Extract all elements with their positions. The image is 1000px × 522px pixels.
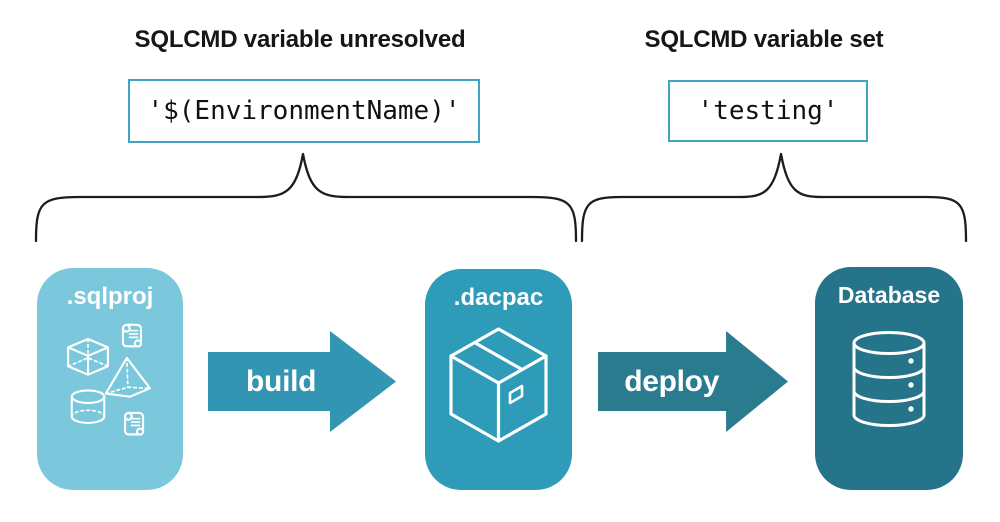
sql-objects-icon <box>67 323 151 436</box>
heading-sqlcmd-unresolved: SQLCMD variable unresolved <box>134 26 466 53</box>
code-box-testing: 'testing' <box>668 80 868 142</box>
brace-right-icon <box>580 152 968 243</box>
package-icon <box>449 327 548 443</box>
deploy-arrow: deploy <box>598 331 788 432</box>
card-database: Database <box>815 267 963 490</box>
build-arrow-label: build <box>246 364 317 398</box>
card-dacpac-label: .dacpac <box>453 284 544 311</box>
heading-sqlcmd-set: SQLCMD variable set <box>644 26 884 53</box>
deploy-arrow-label: deploy <box>624 364 720 398</box>
code-text-testing: 'testing' <box>697 96 839 126</box>
card-database-label: Database <box>837 282 941 308</box>
database-icon <box>852 331 926 427</box>
code-text-environment-name: '$(EnvironmentName)' <box>147 96 461 126</box>
card-sqlproj-label: .sqlproj <box>66 283 154 310</box>
brace-left-icon <box>34 152 578 243</box>
code-box-environment-name: '$(EnvironmentName)' <box>128 79 480 143</box>
card-dacpac: .dacpac <box>425 269 572 490</box>
card-sqlproj: .sqlproj <box>37 268 183 490</box>
build-arrow: build <box>208 331 396 432</box>
